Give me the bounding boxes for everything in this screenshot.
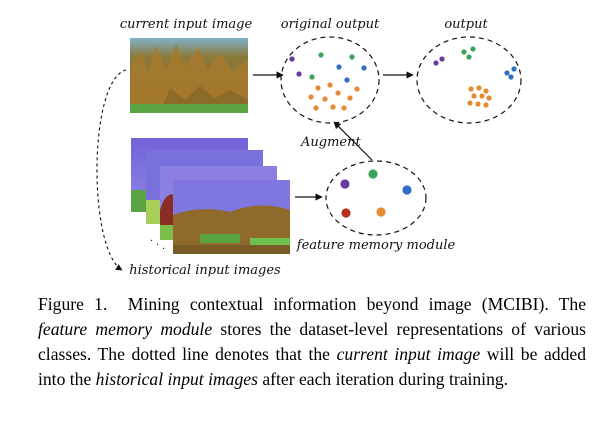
- caption-title: Mining contextual information beyond ima…: [127, 294, 549, 314]
- svg-text:·: ·: [150, 236, 153, 247]
- output-label: output: [444, 17, 488, 32]
- caption-label: Figure 1.: [38, 294, 108, 314]
- augment-label: Augment: [300, 135, 361, 150]
- dotted-update-arrow: [96, 69, 127, 271]
- figure-caption: Figure 1. Mining contextual information …: [38, 292, 586, 392]
- output-cluster: [416, 36, 522, 124]
- caption-text: after each iteration during training.: [262, 369, 509, 389]
- original-output-label: original output: [281, 17, 380, 32]
- feature-memory-module: [325, 160, 427, 236]
- original-output-cluster: [280, 36, 380, 124]
- feature-memory-module-label: feature memory module: [296, 238, 456, 253]
- historical-input-images-stack: · · ·: [131, 138, 290, 255]
- historical-input-images-label: historical input images: [129, 263, 281, 278]
- caption-text: stores the dataset-level representations…: [38, 319, 586, 364]
- current-input-image-label: current input image: [120, 17, 253, 32]
- caption-emphasis: historical input images: [95, 369, 258, 389]
- caption-text: The: [558, 294, 587, 314]
- caption-emphasis: feature memory module: [38, 319, 213, 339]
- caption-emphasis: current input image: [336, 344, 481, 364]
- svg-text:·: ·: [162, 244, 165, 255]
- mcibi-figure: current input image original output outp…: [96, 17, 522, 278]
- current-input-image: [130, 38, 248, 113]
- svg-text:·: ·: [156, 240, 159, 251]
- augment-arrow: [333, 121, 373, 161]
- caption-text: will be added into the: [38, 344, 586, 389]
